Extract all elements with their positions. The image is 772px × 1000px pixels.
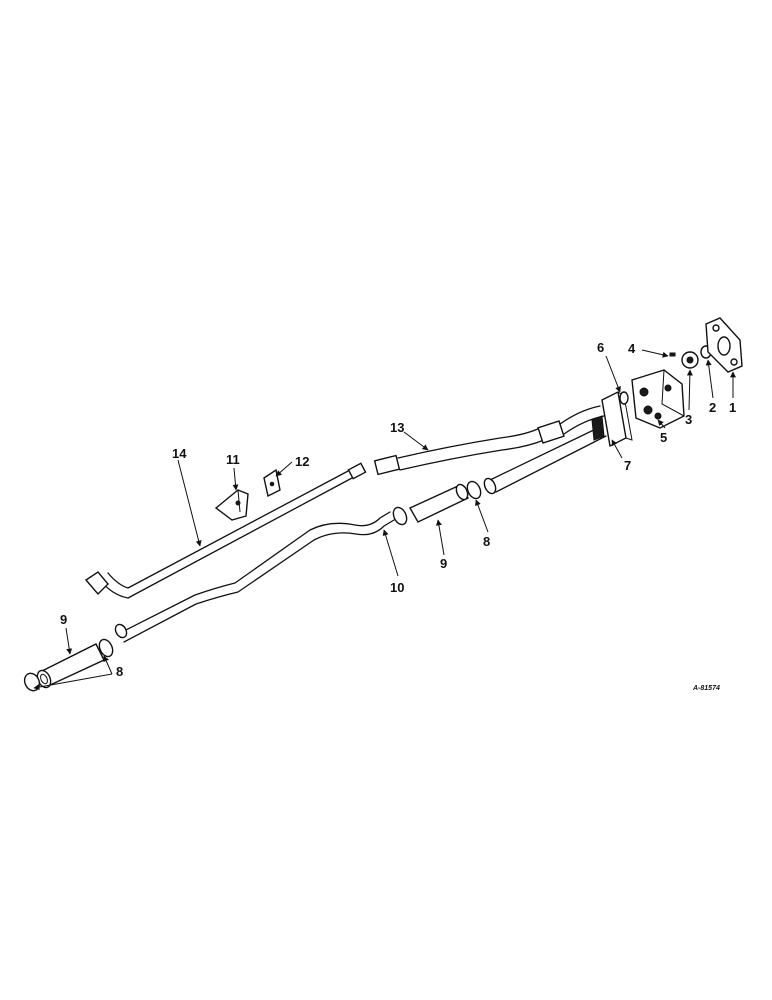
callout-14: 14 — [172, 446, 187, 461]
clamp-part-8-center — [392, 480, 482, 526]
hose-part-13 — [373, 405, 605, 476]
callout-10: 10 — [390, 580, 404, 595]
callout-9-left: 9 — [60, 612, 67, 627]
gasket-part-1 — [705, 317, 743, 373]
key-part-4 — [669, 352, 676, 357]
callout-8-center: 8 — [483, 534, 490, 549]
callout-5: 5 — [660, 430, 667, 445]
flange-part-7 — [591, 390, 633, 448]
callout-6: 6 — [597, 340, 604, 355]
callout-8-left: 8 — [116, 664, 123, 679]
clip-part-12 — [263, 468, 281, 498]
reference-number: A-81574 — [692, 685, 720, 692]
callout-11: 11 — [226, 452, 240, 467]
tube-part-14 — [84, 462, 367, 599]
callout-3: 3 — [685, 412, 692, 427]
callout-1: 1 — [729, 400, 736, 415]
hose-short-right — [483, 425, 607, 495]
callout-9-center: 9 — [440, 556, 447, 571]
tube-part-10 — [114, 511, 395, 643]
callout-4: 4 — [628, 341, 636, 356]
hose-part-9-center — [409, 483, 470, 523]
leader-lines — [33, 349, 736, 690]
callout-13: 13 — [390, 420, 404, 435]
gasket-part-6 — [619, 391, 629, 405]
bracket-part-11 — [214, 489, 249, 521]
callout-7: 7 — [624, 458, 631, 473]
pump-part-5 — [631, 369, 685, 429]
gear-part-3 — [681, 351, 699, 369]
callout-12: 12 — [295, 454, 309, 469]
hose-part-9-left — [36, 643, 105, 689]
callout-2: 2 — [709, 400, 716, 415]
